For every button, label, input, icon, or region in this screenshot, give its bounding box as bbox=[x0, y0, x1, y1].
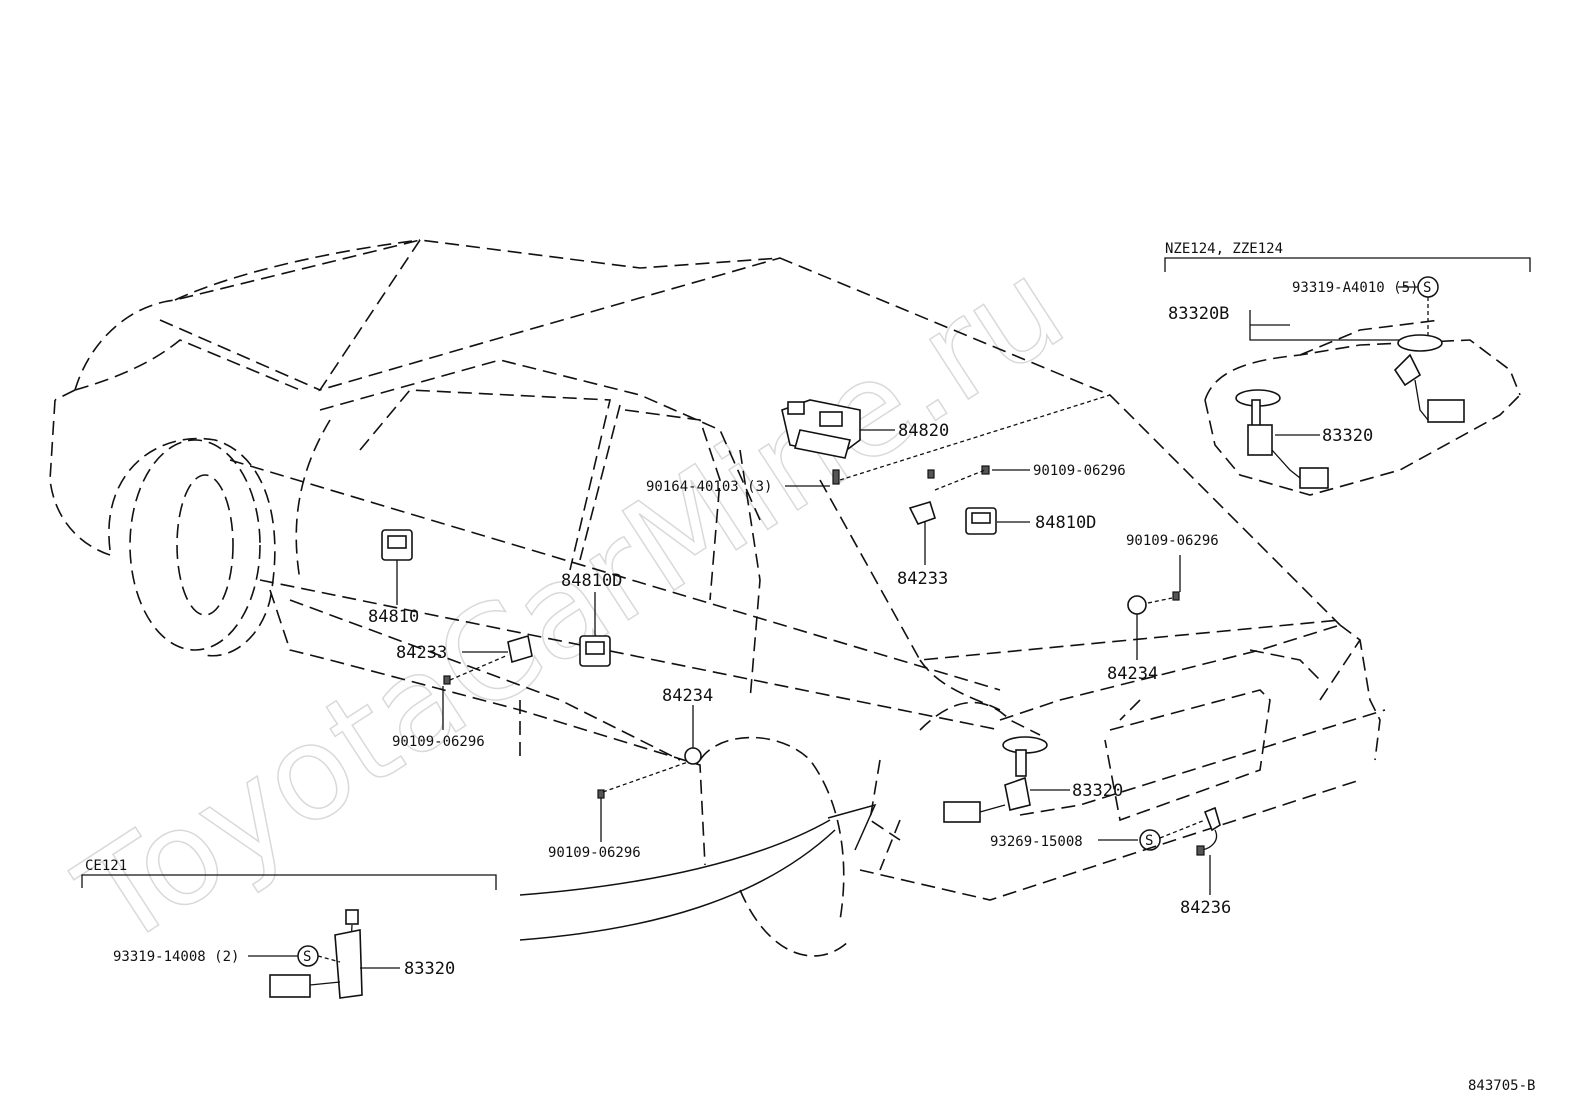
screw-icon bbox=[981, 465, 990, 475]
part-84236-sensor bbox=[1196, 806, 1221, 856]
label-84233-a: 84233 bbox=[897, 569, 948, 589]
part-84820-master-switch bbox=[781, 399, 861, 485]
variant-arrow-top bbox=[519, 819, 831, 896]
part-84234-switch-a bbox=[597, 747, 702, 799]
car-body-outline bbox=[49, 239, 1386, 957]
label-84234-a: 84234 bbox=[662, 686, 713, 706]
label-90109-06296-a: 90109-06296 bbox=[1033, 463, 1126, 479]
leader-lines bbox=[396, 394, 1211, 895]
part-83320-fuel-sender bbox=[943, 736, 1048, 823]
part-84810D-switch-b bbox=[579, 635, 611, 667]
label-83320-top-right: 83320 bbox=[1322, 426, 1373, 446]
variant-arrowhead bbox=[827, 803, 877, 851]
label-84810: 84810 bbox=[368, 607, 419, 627]
label-93269-15008: 93269-15008 bbox=[990, 834, 1083, 850]
label-90164-40103: 90164-40103 (3) bbox=[646, 479, 772, 495]
label-nze124-zze124: NZE124, ZZE124 bbox=[1165, 241, 1283, 257]
label-93319-A4010: 93319-A4010 (5) bbox=[1292, 280, 1418, 296]
label-84236: 84236 bbox=[1180, 898, 1231, 918]
symbol-s-main: S bbox=[1145, 833, 1153, 849]
label-84820: 84820 bbox=[898, 421, 949, 441]
variant-arrow bbox=[519, 829, 836, 941]
label-90109-06296-b: 90109-06296 bbox=[1126, 533, 1219, 549]
variant-box-ce121: S bbox=[81, 874, 497, 999]
label-84810D-a: 84810D bbox=[1035, 513, 1096, 533]
label-83320-main: 83320 bbox=[1072, 781, 1123, 801]
label-83320-bottom-left: 83320 bbox=[404, 959, 455, 979]
label-83320B: 83320B bbox=[1168, 304, 1229, 324]
label-90109-06296-c: 90109-06296 bbox=[392, 734, 485, 750]
part-84233-switch-a bbox=[908, 469, 936, 525]
part-84233-switch-b bbox=[443, 634, 533, 685]
label-90109-06296-d: 90109-06296 bbox=[548, 845, 641, 861]
label-84810D-b: 84810D bbox=[561, 571, 622, 591]
label-84233-b: 84233 bbox=[396, 643, 447, 663]
label-84234-b: 84234 bbox=[1107, 664, 1158, 684]
part-84810D-switch-a bbox=[965, 507, 997, 535]
label-ce121: CE121 bbox=[85, 858, 127, 874]
symbol-s-bottom: S bbox=[303, 949, 311, 965]
callout-labels: 84820 90164-40103 (3) 90109-06296 84810D… bbox=[85, 241, 1535, 1094]
diagram-code: 843705-B bbox=[1468, 1078, 1535, 1094]
symbol-s-top: S bbox=[1423, 280, 1431, 296]
part-84234-switch-b bbox=[1127, 591, 1180, 615]
part-84810-switch bbox=[381, 529, 413, 561]
variant-box-nze124: S bbox=[1164, 257, 1531, 496]
label-93319-14008: 93319-14008 (2) bbox=[113, 949, 239, 965]
symbol-s-main-group: S bbox=[1139, 819, 1206, 851]
